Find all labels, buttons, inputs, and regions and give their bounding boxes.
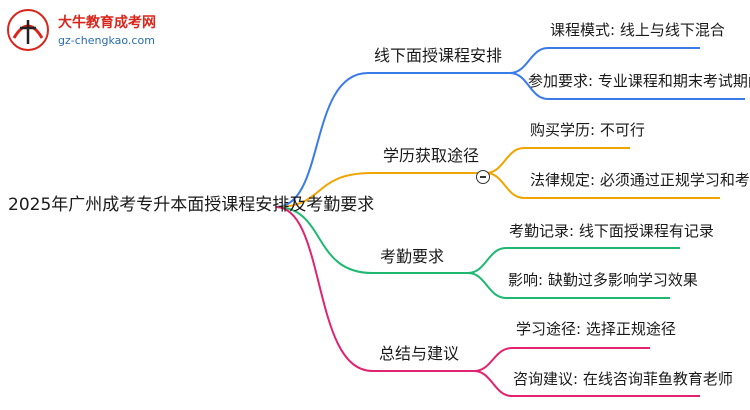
logo-title: 大牛教育成考网 xyxy=(58,15,156,31)
leaf-study-path: 学习途径: 选择正规途径 xyxy=(516,320,676,338)
branch-attendance: 考勤要求 xyxy=(380,247,445,266)
site-logo[interactable]: 大牛教育成考网 gz-chengkao.com xyxy=(6,8,236,52)
logo-url: gz-chengkao.com xyxy=(58,34,155,47)
leaf-connector xyxy=(473,347,650,372)
logo-icon xyxy=(7,9,49,51)
leaf-connector xyxy=(467,247,680,274)
branch-degree-path: 学历获取途径 xyxy=(383,146,480,165)
branch-curve xyxy=(275,206,373,372)
leaf-impact: 影响: 缺勤过多影响学习效果 xyxy=(508,271,698,289)
leaf-connector xyxy=(485,147,630,174)
root-topic: 2025年广州成考专升本面授课程安排及考勤要求 xyxy=(8,195,375,215)
branch-offline-schedule: 线下面授课程安排 xyxy=(374,46,503,65)
leaf-connector xyxy=(485,172,720,199)
branch-curve xyxy=(275,72,369,208)
branch-summary: 总结与建议 xyxy=(379,344,460,363)
leaf-attendance-record: 考勤记录: 线下面授课程有记录 xyxy=(509,222,714,240)
branch-curve xyxy=(275,206,373,274)
collapse-toggle-icon[interactable] xyxy=(476,170,490,184)
leaf-course-mode: 课程模式: 线上与线下混合 xyxy=(550,21,725,39)
leaf-connector xyxy=(509,72,745,100)
leaf-buy-degree: 购买学历: 不可行 xyxy=(530,121,645,139)
leaf-consult-advice: 咨询建议: 在线咨询菲鱼教育老师 xyxy=(513,370,733,388)
leaf-attend-requirement: 参加要求: 专业课程和期末考试期间 xyxy=(528,72,750,90)
leaf-legal-rule: 法律规定: 必须通过正规学习和考试 xyxy=(530,171,750,189)
branch-curve xyxy=(275,172,373,208)
leaf-connector xyxy=(467,272,670,299)
leaf-connector xyxy=(509,47,700,74)
leaf-connector xyxy=(473,370,700,397)
